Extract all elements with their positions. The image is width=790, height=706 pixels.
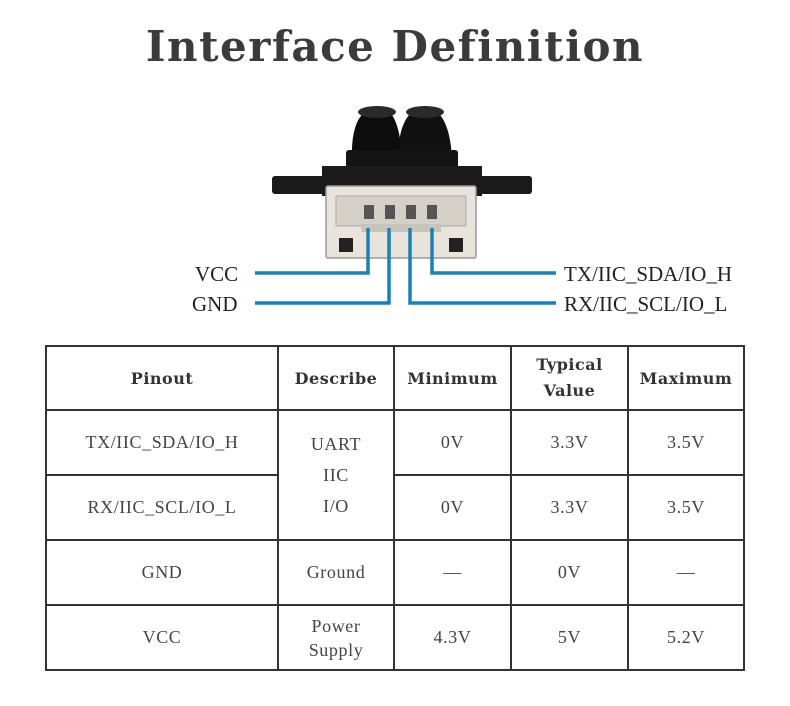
pin-wires <box>255 228 556 305</box>
table-row: RX/IIC_SCL/IO_L 0V 3.3V 3.5V <box>45 474 745 541</box>
cell-typ: 3.3V <box>510 409 629 476</box>
cell-typ: 0V <box>510 539 629 606</box>
rx-wire <box>408 228 556 305</box>
table-header-row: Pinout Describe Minimum Typical Value Ma… <box>45 345 745 411</box>
header-describe: Describe <box>277 345 395 411</box>
header-maximum: Maximum <box>627 345 745 411</box>
interface-spec-table: Pinout Describe Minimum Typical Value Ma… <box>45 345 745 671</box>
cell-min: 0V <box>393 474 512 541</box>
cell-describe: Ground <box>277 539 395 606</box>
connector-housing <box>325 185 477 259</box>
cell-max: 3.5V <box>627 409 745 476</box>
header-typical-value: Typical Value <box>510 345 629 411</box>
tx-wire <box>430 228 556 275</box>
cell-max: 3.5V <box>627 474 745 541</box>
cell-min: 4.3V <box>393 604 512 671</box>
table-row: GND Ground — 0V — <box>45 539 745 606</box>
cell-min: — <box>393 539 512 606</box>
gnd-pin-label: GND <box>192 292 238 316</box>
tx-pin-label: TX/IIC_SDA/IO_H <box>564 262 732 286</box>
header-minimum: Minimum <box>393 345 512 411</box>
table-row: VCC Power Supply 4.3V 5V 5.2V <box>45 604 745 671</box>
cell-pinout: TX/IIC_SDA/IO_H <box>45 409 279 476</box>
cell-min: 0V <box>393 409 512 476</box>
cell-pinout: GND <box>45 539 279 606</box>
cell-pinout: RX/IIC_SCL/IO_L <box>45 474 279 541</box>
sensor-connector-diagram <box>255 106 556 305</box>
cell-typ: 3.3V <box>510 474 629 541</box>
header-pinout: Pinout <box>45 345 279 411</box>
cell-describe: Power Supply <box>277 604 395 671</box>
vcc-pin-label: VCC <box>195 262 239 286</box>
cell-max: — <box>627 539 745 606</box>
page-title: Interface Definition <box>145 22 645 71</box>
cell-pinout: VCC <box>45 604 279 671</box>
gnd-wire <box>255 228 391 305</box>
cell-max: 5.2V <box>627 604 745 671</box>
vcc-wire <box>255 228 370 275</box>
rx-pin-label: RX/IIC_SCL/IO_L <box>564 292 728 316</box>
table-row: TX/IIC_SDA/IO_H UART IIC I/O 0V 3.3V 3.5… <box>45 409 745 541</box>
cell-typ: 5V <box>510 604 629 671</box>
cell-describe-uart: UART IIC I/O <box>277 409 395 541</box>
sensor-lens-assembly <box>346 106 458 172</box>
